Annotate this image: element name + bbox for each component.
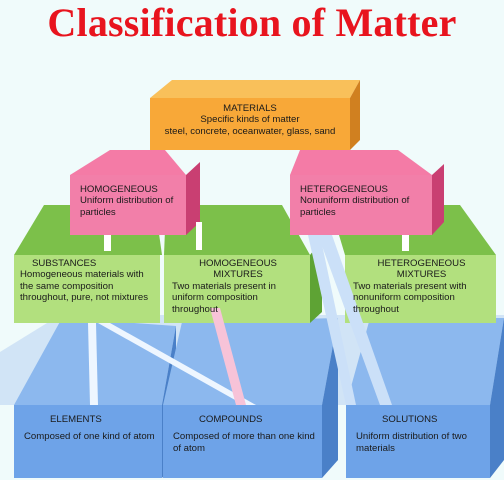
solutions-desc: Uniform distribution of two materials bbox=[356, 431, 467, 454]
compounds-label: COMPOUNDS bbox=[199, 414, 263, 425]
homogeneous-mixtures-label: HOMOGENEOUS MIXTURES bbox=[199, 258, 277, 281]
elements-desc: Composed of one kind of atom bbox=[24, 431, 155, 443]
elements-label: ELEMENTS bbox=[50, 414, 102, 425]
connector-substances-elements bbox=[88, 323, 98, 405]
homogeneous-desc: Uniform distribution of particles bbox=[80, 195, 174, 218]
heterogeneous-desc: Nonuniform distribution of particles bbox=[300, 195, 410, 218]
compounds-desc: Composed of more than one kind of atom bbox=[173, 431, 315, 454]
connector-solutions-1 bbox=[308, 235, 356, 405]
compounds-node: COMPOUNDS Composed of more than one kind… bbox=[163, 411, 322, 454]
substances-label: SUBSTANCES bbox=[32, 258, 97, 269]
heterogeneous-mixtures-label: HETEROGENEOUS MIXTURES bbox=[377, 258, 466, 281]
connector-homogeneous-mixtures bbox=[210, 308, 246, 405]
homogeneous-mixtures-node: HOMOGENEOUS MIXTURES Two materials prese… bbox=[164, 255, 310, 315]
solutions-label: SOLUTIONS bbox=[382, 414, 438, 425]
connector-substances-compounds bbox=[98, 323, 256, 405]
substances-node: SUBSTANCES Homogeneous materials with th… bbox=[14, 255, 160, 304]
substances-desc: Homogeneous materials with the same comp… bbox=[20, 269, 148, 304]
homogeneous-node: HOMOGENEOUS Uniform distribution of part… bbox=[70, 181, 186, 218]
homogeneous-mixtures-desc: Two materials present in uniform composi… bbox=[172, 280, 276, 315]
homogeneous-label: HOMOGENEOUS bbox=[80, 184, 158, 195]
heterogeneous-node: HETEROGENEOUS Nonuniform distribution of… bbox=[290, 181, 432, 218]
elements-node: ELEMENTS Composed of one kind of atom bbox=[14, 411, 162, 443]
page-title: Classification of Matter bbox=[47, 0, 457, 45]
homogeneous-block bbox=[70, 150, 202, 251]
connector-solutions-2 bbox=[318, 235, 392, 405]
heterogeneous-mixtures-node: HETEROGENEOUS MIXTURES Two materials pre… bbox=[345, 255, 496, 315]
heterogeneous-mixtures-desc: Two materials present with nonuniform co… bbox=[353, 280, 467, 315]
materials-desc: Specific kinds of matter steel, concrete… bbox=[164, 114, 336, 137]
heterogeneous-block bbox=[290, 150, 444, 251]
heterogeneous-label: HETEROGENEOUS bbox=[300, 184, 388, 195]
materials-block bbox=[150, 80, 360, 150]
solutions-node: SOLUTIONS Uniform distribution of two ma… bbox=[346, 411, 490, 454]
materials-node: MATERIALS Specific kinds of matter steel… bbox=[150, 100, 350, 137]
solutions-block bbox=[346, 318, 504, 478]
materials-label: MATERIALS bbox=[223, 103, 277, 114]
